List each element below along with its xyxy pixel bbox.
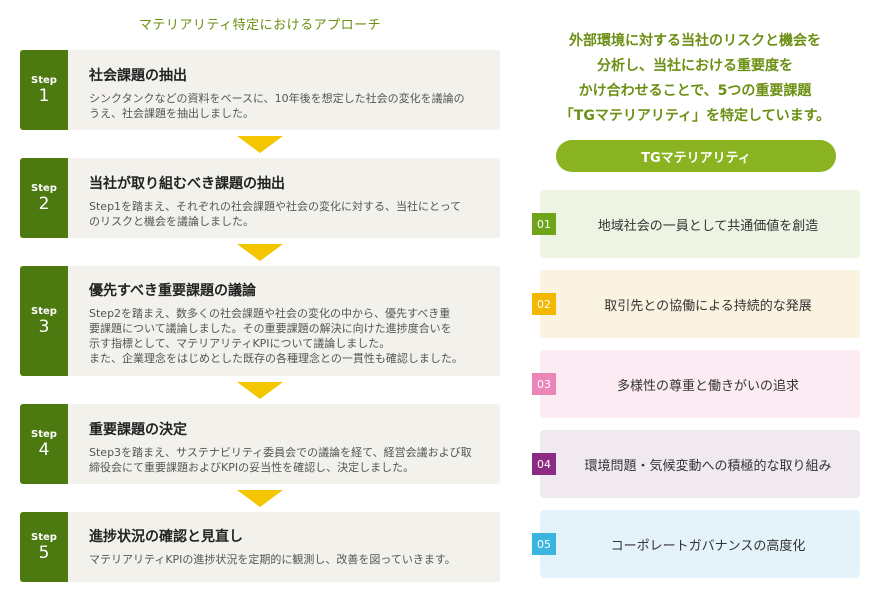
materiality-number-badge: 04 [532,453,556,475]
step-2-desc-line: Step1を踏まえ、それぞれの社会課題や社会の変化に対する、当社にとって [89,200,462,213]
step-3-number: 3 [38,316,50,337]
down-arrow-icon [237,136,283,153]
step-3-desc-line: 示す指標として、マテリアリティKPIについて議論しました。 [89,337,391,350]
step-4-desc-line: 締役会にて重要課題およびKPIの妥当性を確認し、決定しました。 [89,461,415,474]
step-1-label: Step [31,74,57,86]
intro-line: 外部環境に対する当社のリスクと機会を [569,33,821,49]
step-3-card: Step 3 優先すべき重要課題の議論 Step2を踏まえ、数多くの社会課題や社… [20,266,500,376]
step-3-desc-line: 要課題について議論しました。その重要課題の解決に向けた進捗度合いを [89,322,452,335]
materiality-item-03: 03 多様性の尊重と働きがいの追求 [532,350,860,418]
approach-title: マテリアリティ特定におけるアプローチ [138,18,382,33]
step-3-badge: Step 3 [20,266,68,376]
step-5-number: 5 [38,542,50,563]
intro-line: 分析し、当社における重要度を [597,58,793,74]
materiality-number-badge: 05 [532,533,556,555]
materiality-number-badge: 01 [532,213,556,235]
materiality-number-badge: 03 [532,373,556,395]
step-2-title: 当社が取り組むべき課題の抽出 [89,176,285,192]
step-3-description: Step2を踏まえ、数多くの社会課題や社会の変化の中から、優先すべき重 要課題に… [89,306,486,366]
materiality-item-02: 02 取引先との協働による持続的な発展 [532,270,860,338]
step-1-description: シンクタンクなどの資料をベースに、10年後を想定した社会の変化を議論の うえ、社… [89,91,486,121]
step-1-title: 社会課題の抽出 [89,68,187,84]
intro-line: かけ合わせることで、5つの重要課題 [578,83,812,99]
step-5-desc-line: マテリアリティKPIの進捗状況を定期的に観測し、改善を図っていきます。 [89,553,456,566]
step-5-card: Step 5 進捗状況の確認と見直し マテリアリティKPIの進捗状況を定期的に観… [20,512,500,582]
step-5-description: マテリアリティKPIの進捗状況を定期的に観測し、改善を図っていきます。 [89,552,486,567]
step-1-badge: Step 1 [20,50,68,130]
step-2-description: Step1を踏まえ、それぞれの社会課題や社会の変化に対する、当社にとって のリス… [89,199,486,229]
intro-line: 「TGマテリアリティ」を特定しています。 [559,108,831,124]
materiality-intro: 外部環境に対する当社のリスクと機会を 分析し、当社における重要度を かけ合わせる… [530,29,860,129]
down-arrow-icon [237,490,283,507]
step-5-badge: Step 5 [20,512,68,582]
step-2-number: 2 [38,193,50,214]
step-3-desc-line: また、企業理念をはじめとした既存の各種理念との一貫性も確認しました。 [89,352,463,365]
step-4-desc-line: Step3を踏まえ、サステナビリティ委員会での議論を経て、経営会議および取 [89,446,472,459]
step-3-title: 優先すべき重要課題の議論 [89,283,257,299]
step-3-label: Step [31,305,57,317]
materiality-text: 地域社会の一員として共通価値を創造 [597,218,819,234]
materiality-text: 多様性の尊重と働きがいの追求 [616,378,799,394]
materiality-item-04: 04 環境問題・気候変動への積極的な取り組み [532,430,860,498]
step-4-label: Step [31,428,57,440]
down-arrow-icon [237,244,283,261]
step-1-card: Step 1 社会課題の抽出 シンクタンクなどの資料をベースに、10年後を想定し… [20,50,500,130]
step-5-label: Step [31,531,57,543]
step-1-desc-line: うえ、社会課題を抽出しました。 [89,107,254,120]
materiality-text: コーポレートガバナンスの高度化 [610,538,806,554]
step-4-badge: Step 4 [20,404,68,484]
step-1-desc-line: シンクタンクなどの資料をベースに、10年後を想定した社会の変化を議論の [89,92,465,105]
step-3-desc-line: Step2を踏まえ、数多くの社会課題や社会の変化の中から、優先すべき重 [89,307,451,320]
step-4-description: Step3を踏まえ、サステナビリティ委員会での議論を経て、経営会議および取 締役… [89,445,486,475]
materiality-text: 取引先との協働による持続的な発展 [604,298,812,314]
materiality-text: 環境問題・気候変動への積極的な取り組み [584,458,832,474]
materiality-number-badge: 02 [532,293,556,315]
step-2-card: Step 2 当社が取り組むべき課題の抽出 Step1を踏まえ、それぞれの社会課… [20,158,500,238]
step-4-card: Step 4 重要課題の決定 Step3を踏まえ、サステナビリティ委員会での議論… [20,404,500,484]
step-5-title: 進捗状況の確認と見直し [89,529,243,545]
step-2-badge: Step 2 [20,158,68,238]
step-1-number: 1 [38,85,50,106]
materiality-item-01: 01 地域社会の一員として共通価値を創造 [532,190,860,258]
materiality-item-05: 05 コーポレートガバナンスの高度化 [532,510,860,578]
tg-materiality-heading: TGマテリアリティ [556,140,836,172]
down-arrow-icon [237,382,283,399]
step-2-label: Step [31,182,57,194]
step-4-number: 4 [38,439,50,460]
step-2-desc-line: のリスクと機会を議論しました。 [89,215,254,228]
step-4-title: 重要課題の決定 [89,422,187,438]
